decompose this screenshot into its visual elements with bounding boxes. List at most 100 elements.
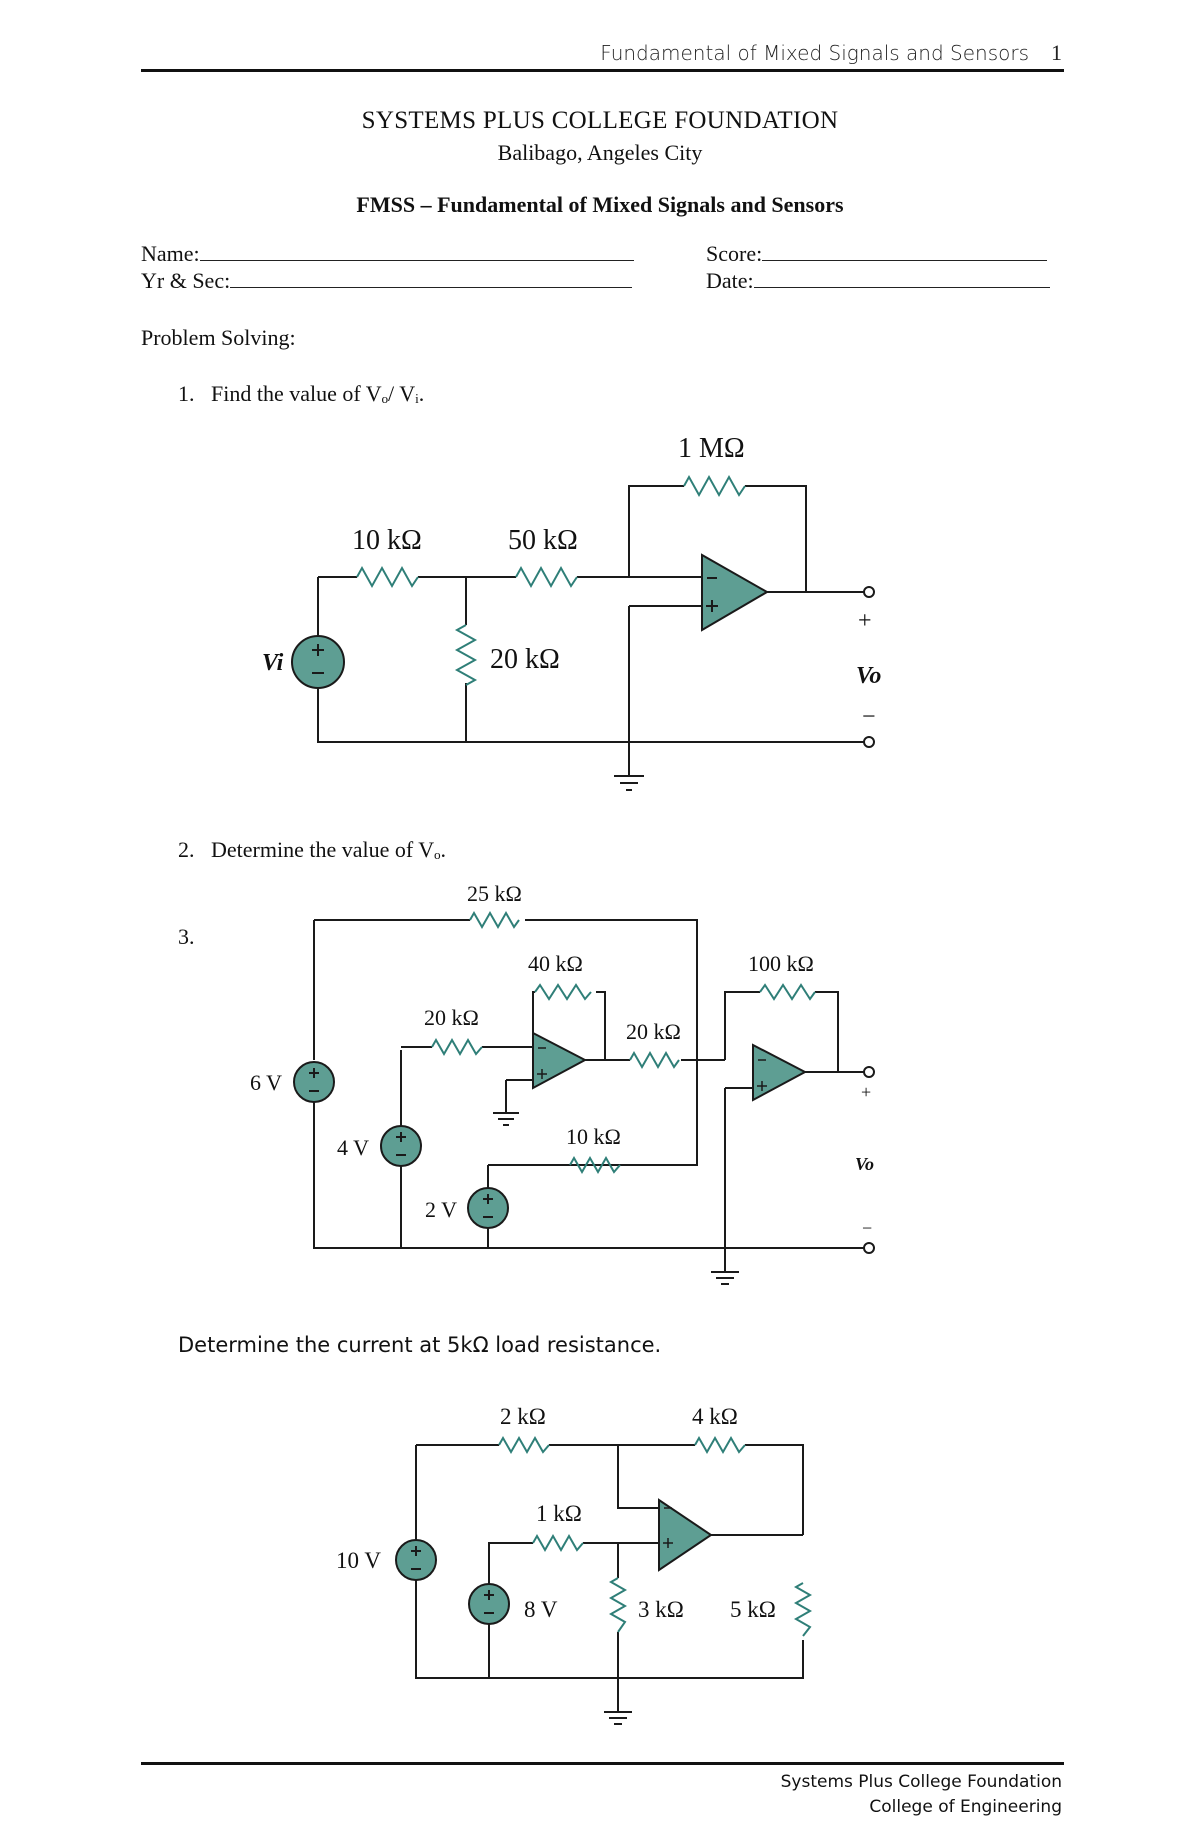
label-20k: 20 kΩ — [490, 644, 560, 675]
resistor-50k — [515, 565, 578, 589]
label-2v: 2 V — [425, 1197, 457, 1222]
circuit-1-resistors — [356, 474, 746, 686]
label-50k: 50 kΩ — [508, 525, 578, 556]
problem-2-text: Determine the value of Vₒ. — [211, 837, 447, 862]
problem-2: 2. Determine the value of Vₒ. — [178, 837, 446, 863]
label-3k: 3 kΩ — [638, 1597, 684, 1622]
label-2k: 2 kΩ — [500, 1404, 546, 1429]
date-label: Date: — [706, 268, 754, 293]
label-vo: Vo — [856, 663, 881, 689]
op-amp-3 — [658, 1498, 713, 1572]
resistor-2k — [498, 1435, 550, 1455]
label-20k-a: 20 kΩ — [424, 1005, 479, 1030]
label-10v: 10 V — [336, 1548, 381, 1573]
footer-line-2: College of Engineering — [869, 1797, 1062, 1817]
date-line — [753, 269, 1050, 288]
yrsec-field[interactable]: Yr & Sec: — [141, 268, 633, 294]
label-vo-2: Vo — [855, 1154, 874, 1174]
resistor-4k — [694, 1435, 746, 1455]
label-6v: 6 V — [250, 1070, 282, 1095]
problem-1-text: Find the value of Vₒ/ Vᵢ. — [211, 381, 425, 406]
problem-1-number: 1. — [178, 381, 195, 406]
date-field[interactable]: Date: — [706, 268, 1050, 294]
label-8v: 8 V — [524, 1597, 558, 1622]
voltage-source-vi — [291, 635, 345, 689]
circuit-1-source — [291, 635, 345, 689]
label-minus: − — [862, 704, 876, 730]
label-10k-2: 10 kΩ — [566, 1124, 621, 1149]
label-plus: + — [858, 608, 872, 634]
resistor-25k — [469, 910, 520, 930]
circuit-2 — [313, 919, 865, 1285]
circuit-1-terminals — [863, 586, 875, 748]
header-rule — [141, 69, 1064, 72]
name-label: Name: — [141, 241, 200, 266]
yrsec-line — [230, 269, 633, 288]
header-title: Fundamental of Mixed Signals and Sensors — [600, 41, 1029, 65]
label-5k: 5 kΩ — [730, 1597, 776, 1622]
resistor-10k — [569, 1155, 621, 1175]
voltage-source-2v — [467, 1187, 509, 1229]
circuit-3-resistors — [498, 1435, 813, 1637]
yrsec-label: Yr & Sec: — [141, 268, 231, 293]
section-heading: Problem Solving: — [141, 325, 296, 350]
name-field[interactable]: Name: — [141, 241, 634, 267]
resistor-5k — [793, 1582, 813, 1637]
voltage-source-4v — [380, 1125, 422, 1167]
score-field[interactable]: Score: — [706, 241, 1048, 267]
circuit-1-opamp — [701, 553, 770, 632]
label-4v: 4 V — [337, 1135, 369, 1160]
circuit-2-resistors — [431, 910, 816, 1175]
problem-3-number: 3. — [178, 924, 195, 949]
circuit-2-sources — [293, 1061, 509, 1229]
voltage-source-8v — [468, 1583, 510, 1625]
label-100k: 100 kΩ — [748, 951, 814, 976]
resistor-100k — [759, 983, 816, 1001]
resistor-20k-b — [629, 1050, 680, 1070]
circuit-3-opamp — [658, 1498, 713, 1572]
resistor-1M — [683, 474, 746, 498]
label-40k: 40 kΩ — [528, 951, 583, 976]
circuit-3-sources — [395, 1539, 510, 1625]
voltage-source-10v — [395, 1539, 437, 1581]
label-25k: 25 kΩ — [467, 881, 522, 906]
op-amp-1 — [532, 1031, 588, 1090]
resistor-20k-a — [431, 1037, 483, 1057]
output-terminal-minus — [863, 736, 875, 748]
label-4k: 4 kΩ — [692, 1404, 738, 1429]
footer-rule — [141, 1762, 1064, 1765]
score-line — [762, 242, 1048, 261]
resistor-20k — [454, 624, 478, 686]
circuit-2-opamps — [532, 1031, 808, 1102]
page-number: 1 — [1051, 40, 1062, 65]
score-label: Score: — [706, 241, 763, 266]
problem-2-number: 2. — [178, 837, 195, 862]
label-1M: 1 MΩ — [678, 433, 745, 464]
output-terminal-plus-2 — [863, 1066, 875, 1078]
circuit-2-links — [725, 1071, 838, 1089]
label-1k: 1 kΩ — [536, 1501, 582, 1526]
course-title: FMSS – Fundamental of Mixed Signals and … — [356, 192, 844, 217]
problem-3-text: Determine the current at 5kΩ load resist… — [178, 1333, 662, 1357]
resistor-10k — [356, 565, 419, 589]
resistor-3k — [608, 1577, 628, 1633]
label-10k: 10 kΩ — [352, 525, 422, 556]
footer-line-1: Systems Plus College Foundation — [780, 1772, 1062, 1792]
problem-1: 1. Find the value of Vₒ/ Vᵢ. — [178, 381, 424, 407]
label-plus-2: + — [861, 1082, 871, 1102]
output-terminal-minus-2 — [863, 1242, 875, 1254]
label-20k-b: 20 kΩ — [626, 1019, 681, 1044]
resistor-1k — [532, 1533, 584, 1553]
circuit-2-terminals — [863, 1066, 875, 1254]
running-header: Fundamental of Mixed Signals and Sensors… — [600, 40, 1062, 66]
school-name: SYSTEMS PLUS COLLEGE FOUNDATION — [361, 107, 839, 134]
voltage-source-6v — [293, 1061, 335, 1103]
circuit-1 — [317, 485, 865, 791]
resistor-40k — [534, 983, 592, 1001]
op-amp-2 — [752, 1043, 808, 1102]
school-address: Balibago, Angeles City — [497, 140, 703, 165]
output-terminal-plus — [863, 586, 875, 598]
op-amp — [701, 553, 770, 632]
label-vi: Vi — [262, 650, 284, 676]
